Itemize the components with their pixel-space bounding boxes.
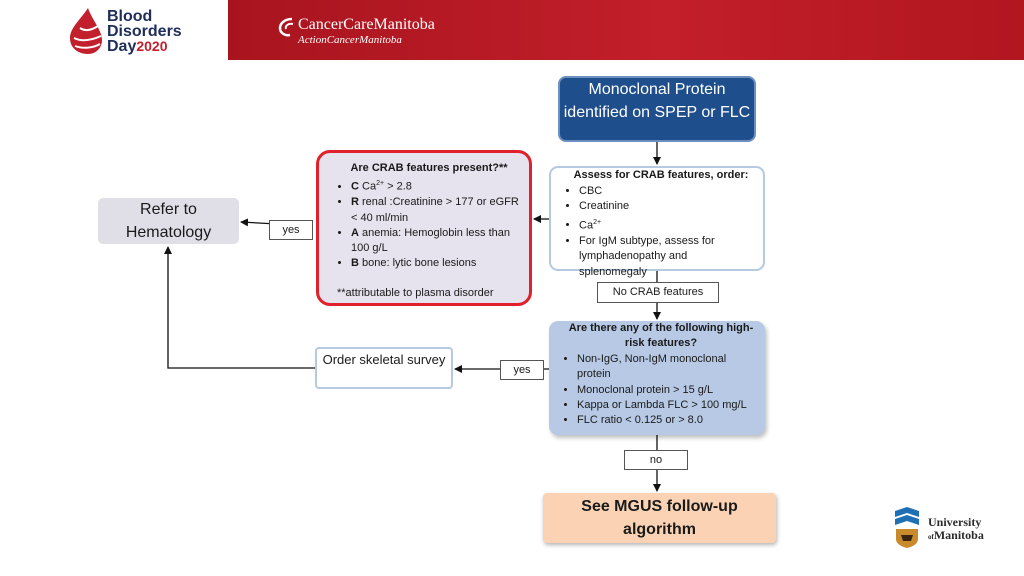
ccm-swirl-icon xyxy=(278,17,294,37)
label-no-crab-features: No CRAB features xyxy=(597,282,719,303)
um-shield-icon xyxy=(895,507,919,548)
node-assess-crab: Assess for CRAB features, order: CBC Cre… xyxy=(549,166,765,278)
node-high-risk-features: Are there any of the following high-risk… xyxy=(549,321,765,435)
highrisk-title: Are there any of the following high-risk… xyxy=(568,322,754,350)
node-crab-present: Are CRAB features present?** C Ca2+ > 2.… xyxy=(316,150,532,306)
um-line1: University xyxy=(928,515,982,529)
header-red-band xyxy=(228,0,1024,60)
assess-item: Creatinine xyxy=(579,199,757,215)
university-of-manitoba-logo: University ofManitoba xyxy=(893,505,1003,551)
highrisk-item: Monoclonal protein > 15 g/L xyxy=(577,383,759,398)
highrisk-item: FLC ratio < 0.125 or > 8.0 xyxy=(577,413,759,428)
highrisk-item: Kappa or Lambda FLC > 100 mg/L xyxy=(577,398,759,413)
crab-item-b: B bone: lytic bone lesions xyxy=(351,256,521,271)
node-refer-hematology: Refer to Hematology xyxy=(98,198,239,244)
label-yes-highrisk: yes xyxy=(500,360,544,380)
blood-disorders-day-wordmark: Blood Disorders Day2020 xyxy=(107,8,182,55)
crab-item-r: R renal :Creatinine > 177 or eGFR < 40 m… xyxy=(351,195,521,226)
assess-item: CBC xyxy=(579,184,757,200)
crab-item-c: C Ca2+ > 2.8 xyxy=(351,176,521,195)
arrow-skeletal-to-refer xyxy=(164,246,315,369)
crab-item-a: A anemia: Hemoglobin less than 100 g/L xyxy=(351,226,521,257)
assess-item: Ca2+ xyxy=(579,215,757,234)
crab-footnote: **attributable to plasma disorder xyxy=(337,286,494,299)
highrisk-list: Non-IgG, Non-IgM monoclonal protein Mono… xyxy=(563,352,759,429)
assess-title: Assess for CRAB features, order: xyxy=(573,169,749,181)
assess-item: For IgM subtype, assess for lymphadenopa… xyxy=(579,234,757,281)
crab-title: Are CRAB features present?** xyxy=(350,162,508,174)
label-no-highrisk: no xyxy=(624,450,688,470)
node-mgus-followup: See MGUS follow-up algorithm xyxy=(543,493,776,543)
label-yes-crab: yes xyxy=(269,220,313,240)
highrisk-item: Non-IgG, Non-IgM monoclonal protein xyxy=(577,352,759,383)
crab-list: C Ca2+ > 2.8 R renal :Creatinine > 177 o… xyxy=(337,176,521,271)
assess-list: CBC Creatinine Ca2+ For IgM subtype, ass… xyxy=(565,184,757,281)
blood-drop-icon xyxy=(70,8,102,54)
um-line2: Manitoba xyxy=(933,528,984,542)
node-monoclonal-protein: Monoclonal Protein identified on SPEP or… xyxy=(558,76,756,142)
node-order-skeletal-survey: Order skeletal survey xyxy=(315,347,453,389)
blood-disorders-day-logo xyxy=(66,6,216,56)
